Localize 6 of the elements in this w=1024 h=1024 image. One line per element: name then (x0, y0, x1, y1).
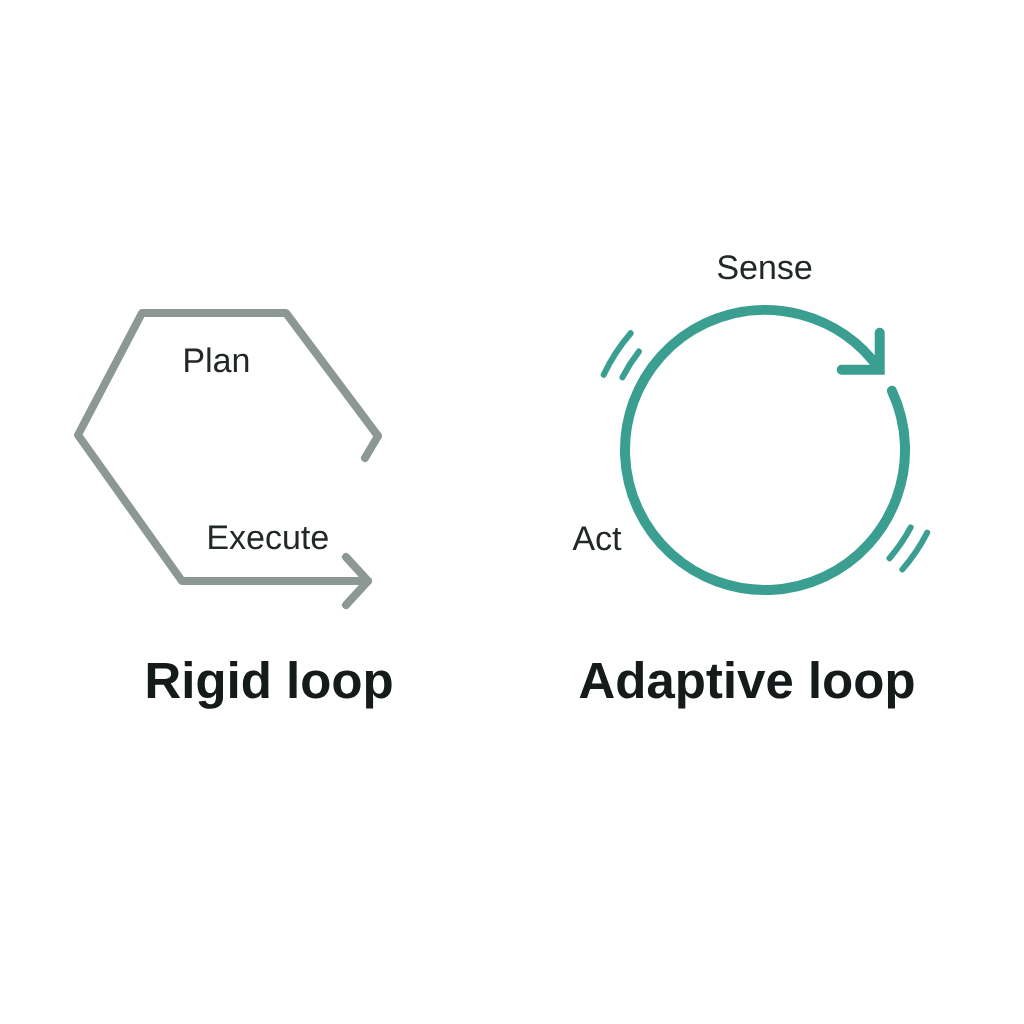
panel-title: Adaptive loop (579, 661, 914, 709)
step-label: Execute (209, 525, 328, 550)
panel-title: Rigid loop (147, 661, 392, 709)
step-label: Plan (185, 347, 249, 373)
step-label: Act (572, 526, 622, 551)
step-label: Sense (717, 255, 812, 280)
